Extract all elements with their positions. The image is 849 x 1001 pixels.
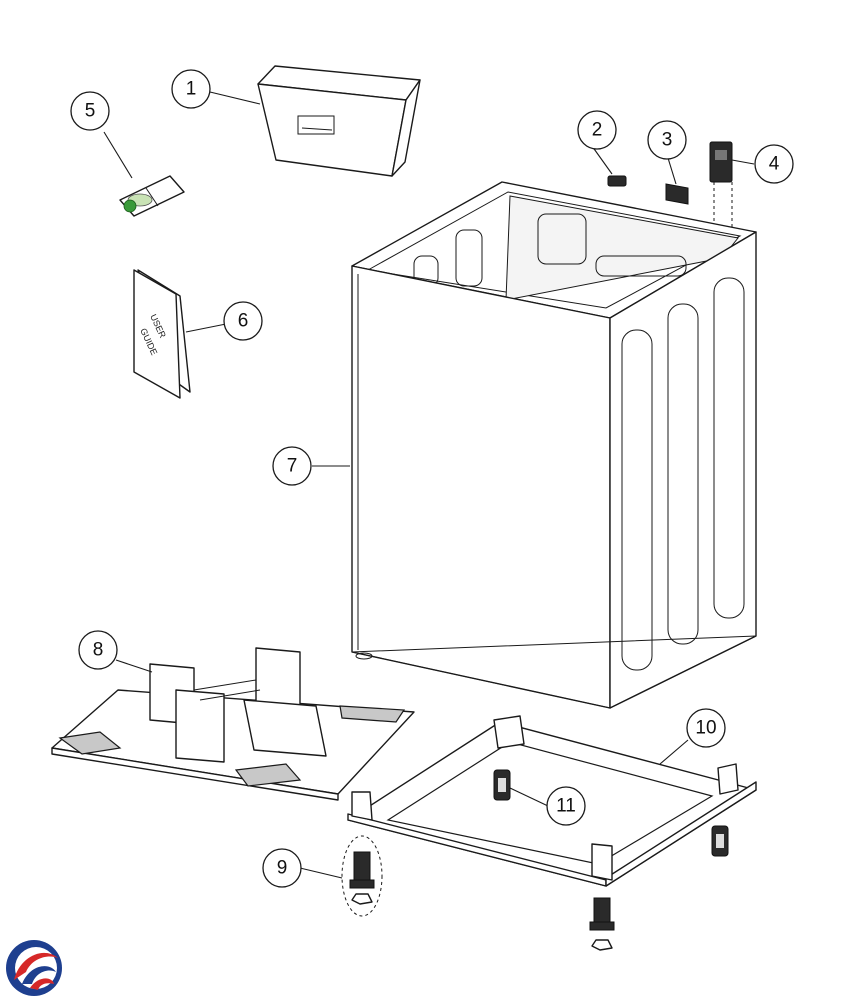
callout-7: 7	[272, 446, 312, 486]
callout-2: 2	[577, 110, 617, 150]
part-6-user-guide: USER GUIDE	[133, 269, 191, 399]
part-9-leveling-foot	[341, 835, 615, 951]
callout-9-label: 9	[277, 858, 288, 879]
callout-5: 5	[70, 91, 110, 131]
callout-1-label: 1	[186, 79, 197, 100]
callout-10-label: 10	[695, 718, 716, 739]
part-7-cabinet	[351, 181, 757, 709]
brand-logo-icon	[6, 940, 62, 996]
part-4-switch	[709, 141, 733, 234]
callout-11: 11	[546, 786, 586, 826]
part-2-clip	[607, 175, 627, 187]
callout-6-label: 6	[238, 311, 249, 332]
part-1-drawer	[257, 65, 421, 177]
callout-2-label: 2	[592, 120, 603, 141]
callout-1: 1	[171, 69, 211, 109]
callout-3: 3	[647, 120, 687, 160]
callout-9: 9	[262, 848, 302, 888]
callout-4: 4	[754, 144, 794, 184]
leader-lines	[103, 91, 755, 879]
callout-5-label: 5	[85, 101, 96, 122]
callout-4-label: 4	[769, 154, 780, 175]
callout-10: 10	[686, 708, 726, 748]
callout-7-label: 7	[287, 456, 298, 477]
callout-8: 8	[78, 630, 118, 670]
part-11-foot-pad	[493, 769, 729, 857]
callout-6: 6	[223, 301, 263, 341]
part-8-shipping-base	[51, 647, 415, 801]
part-5-filter-cartridge	[119, 175, 185, 217]
callout-3-label: 3	[662, 130, 673, 151]
callout-11-label: 11	[556, 796, 576, 817]
callout-8-label: 8	[93, 640, 104, 661]
part-3-pad	[665, 183, 689, 205]
